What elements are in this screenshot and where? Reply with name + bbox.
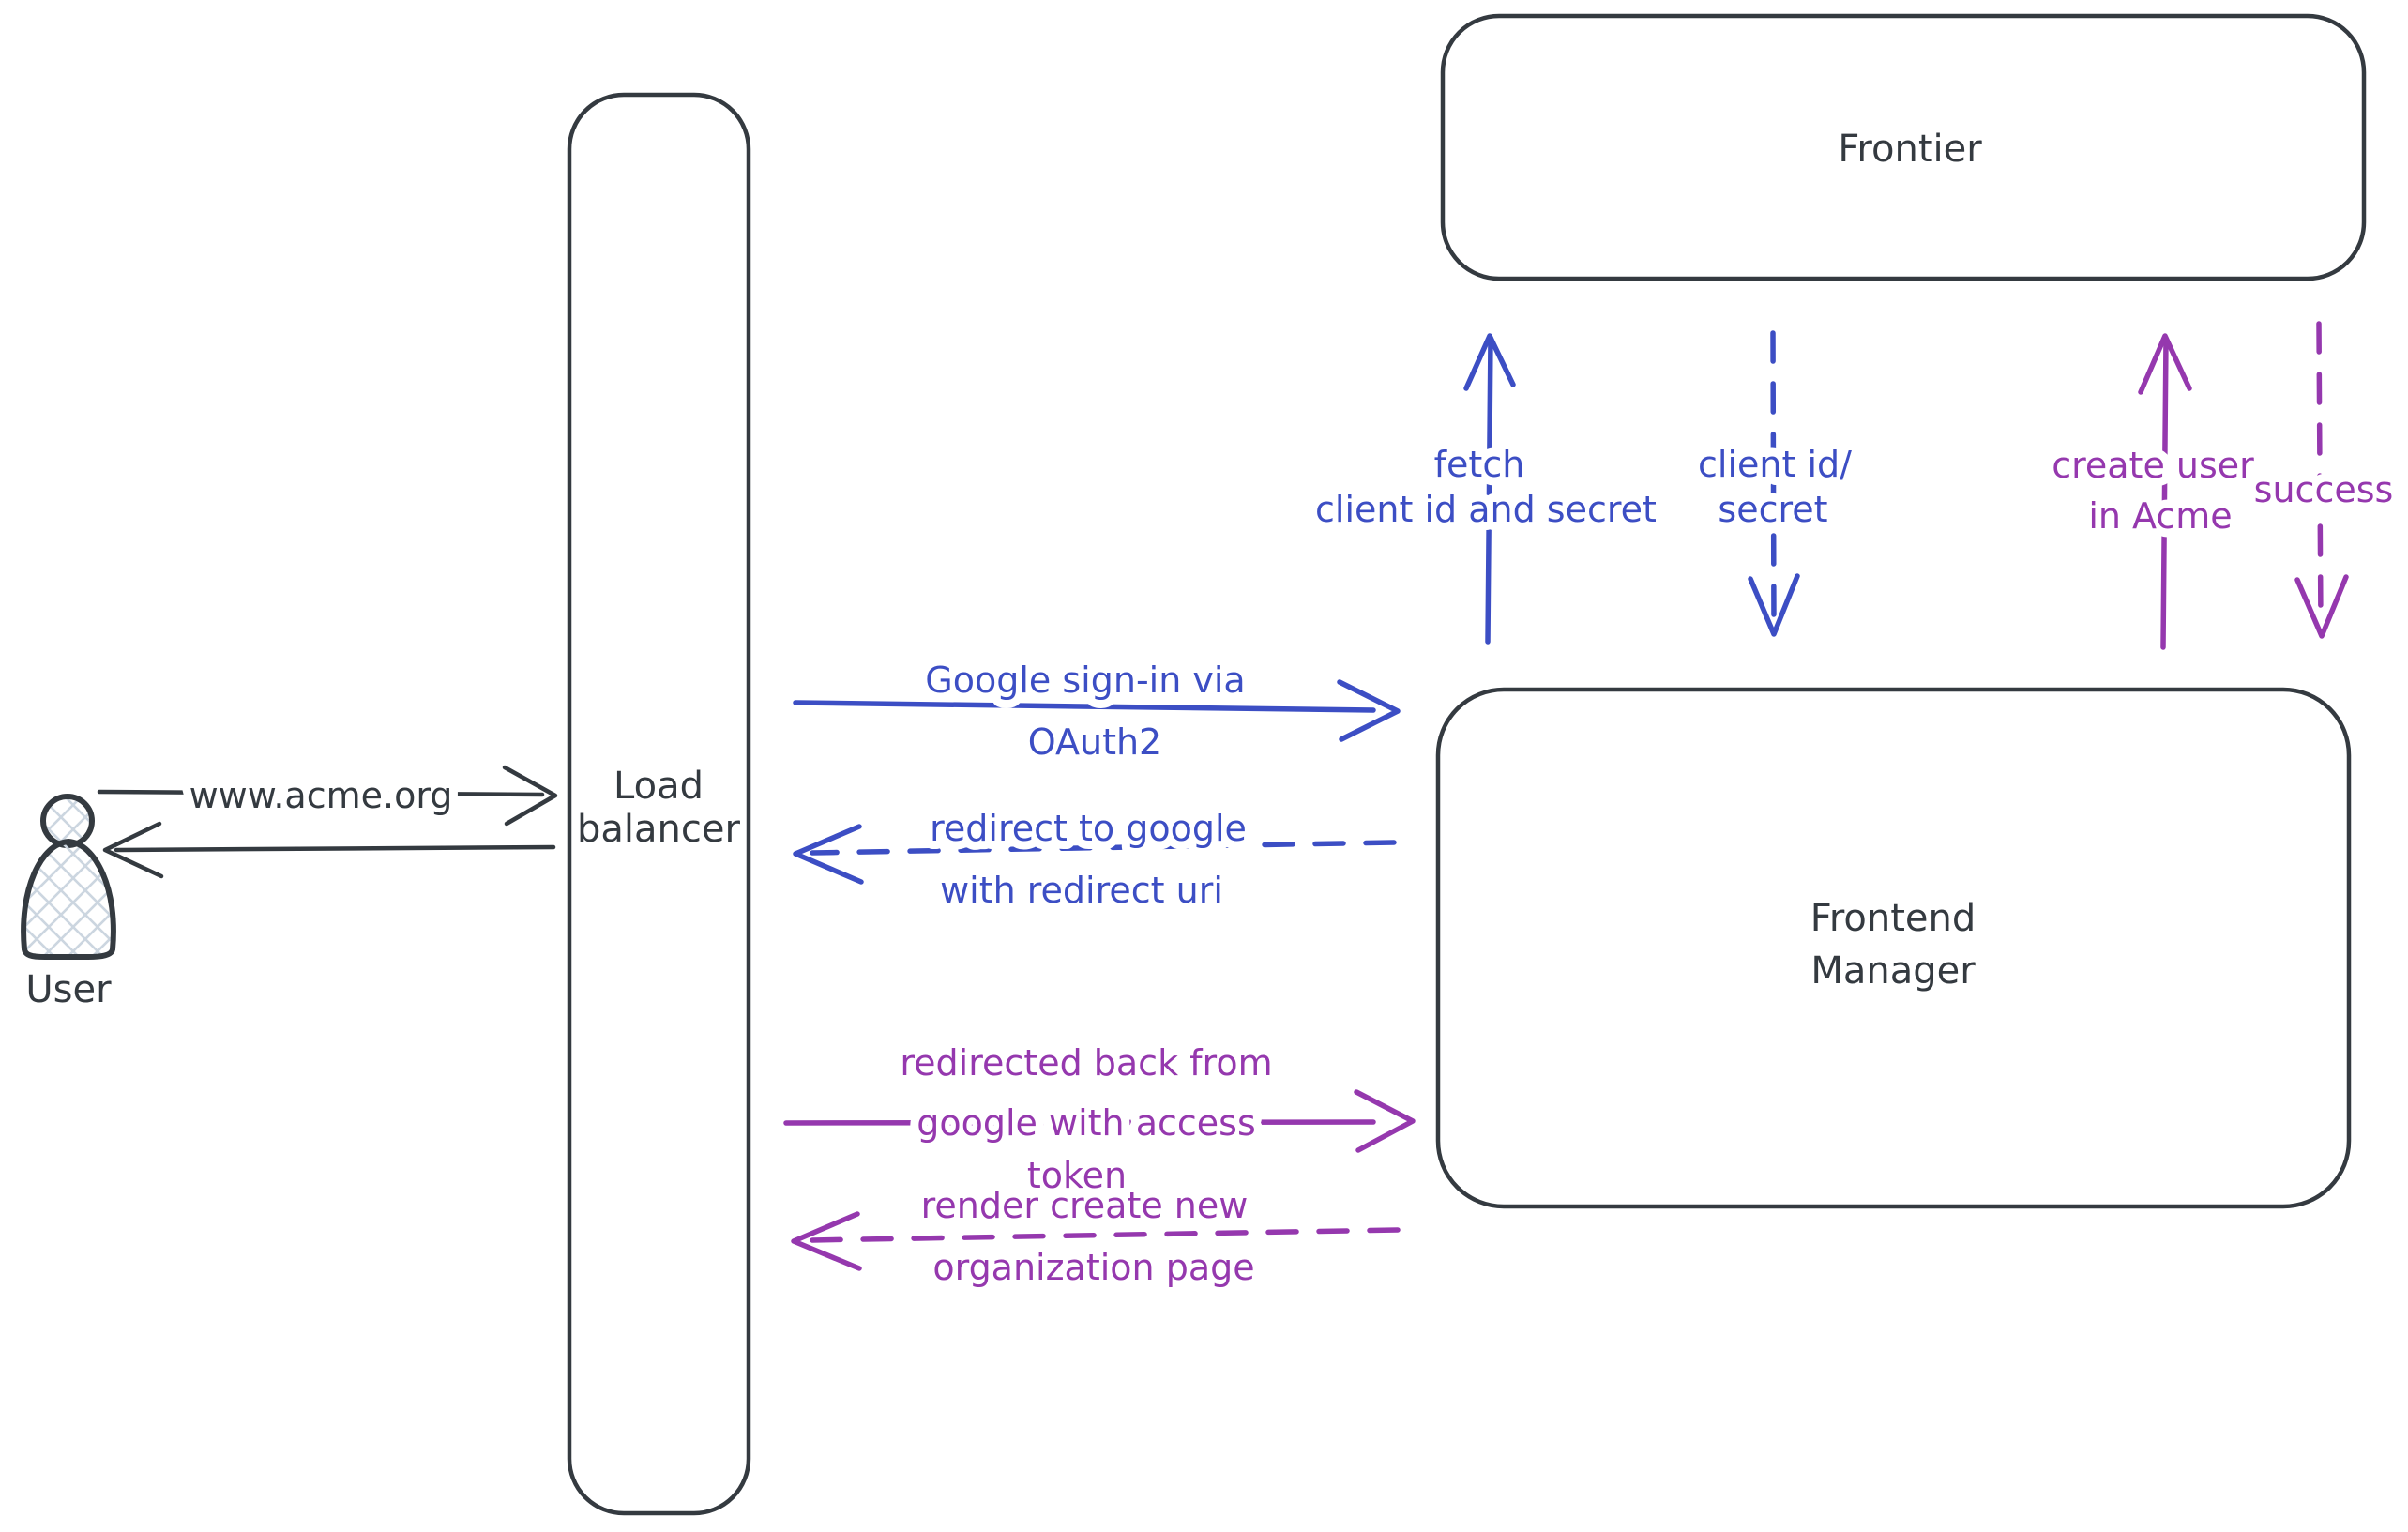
- edge-label-success: success: [2254, 469, 2394, 510]
- edge-label-create-user-line2: in Acme: [2088, 495, 2232, 537]
- load-balancer-label-line2: balancer: [577, 808, 740, 851]
- edge-label-fetch-client-line2: client id and secret: [1315, 489, 1657, 530]
- edge-label-google-signin-line1: Google sign-in via: [925, 660, 1245, 701]
- frontend-manager-box: [1435, 687, 2352, 1209]
- frontier-label: Frontier: [1838, 128, 1982, 171]
- load-balancer-label-line1: Load: [613, 765, 704, 808]
- edge-label-redirect-google-line1: redirect to google: [930, 808, 1247, 849]
- frontend-manager-label-line2: Manager: [1810, 949, 1976, 993]
- frontier-node: Frontier: [1440, 13, 2367, 281]
- edge-label-www-acme: www.acme.org: [189, 775, 453, 816]
- edge-label-redirected-back-line2: google with access: [916, 1102, 1256, 1144]
- arrowhead-left-icon: [791, 1211, 862, 1271]
- arrowhead-right-icon: [502, 765, 558, 827]
- arrow-client-id-secret: [1748, 330, 1800, 637]
- arrowhead-up-icon: [2138, 333, 2192, 395]
- arrow-redirect-google: [793, 824, 1397, 885]
- arrow-www-acme: [97, 765, 558, 827]
- arrow-user-return: [102, 821, 556, 879]
- frontend-manager-label-line1: Frontend: [1810, 897, 1976, 940]
- arrowhead-left-icon: [793, 824, 864, 885]
- arrow-render-org: [791, 1211, 1401, 1271]
- edge-label-google-signin-line2: OAuth2: [1028, 721, 1161, 763]
- edge-label-redirect-google-line2: with redirect uri: [940, 870, 1223, 911]
- arrow-redirected-back: [783, 1089, 1416, 1153]
- arrow-success: [2294, 321, 2349, 639]
- arrowhead-down-icon: [2294, 574, 2349, 639]
- arrow-create-user: [2138, 333, 2192, 650]
- arrowhead-down-icon: [1748, 573, 1800, 637]
- user-label: User: [25, 968, 112, 1011]
- edge-label-redirected-back-line3: token: [1027, 1155, 1127, 1196]
- frontier-box: [1440, 13, 2367, 281]
- arrowhead-right-icon: [1354, 1089, 1416, 1153]
- edge-label-render-org-line2: organization page: [932, 1247, 1254, 1288]
- user-figure: User: [21, 794, 116, 1011]
- arrowhead-up-icon: [1463, 333, 1516, 391]
- frontend-manager-node: Frontend Manager: [1435, 687, 2352, 1209]
- edge-label-client-id-secret-line1: client id/: [1698, 444, 1852, 485]
- load-balancer-node: Load balancer: [567, 92, 751, 1516]
- edge-label-client-id-secret-line2: secret: [1718, 489, 1827, 530]
- arrowhead-left-icon: [102, 821, 164, 879]
- arrow-fetch-client: [1463, 333, 1516, 645]
- user-head-icon: [40, 794, 95, 848]
- edge-label-render-org-line1: render create new: [921, 1185, 1249, 1226]
- edge-label-fetch-client-line1: fetch: [1434, 444, 1525, 485]
- edge-label-create-user-line1: create user: [2052, 445, 2254, 486]
- edge-label-redirected-back-line1: redirected back from: [900, 1042, 1272, 1084]
- load-balancer-box: [567, 92, 751, 1516]
- arrow-google-signin: [793, 679, 1401, 742]
- user-body-icon: [21, 839, 116, 960]
- arrowhead-right-icon: [1337, 679, 1401, 742]
